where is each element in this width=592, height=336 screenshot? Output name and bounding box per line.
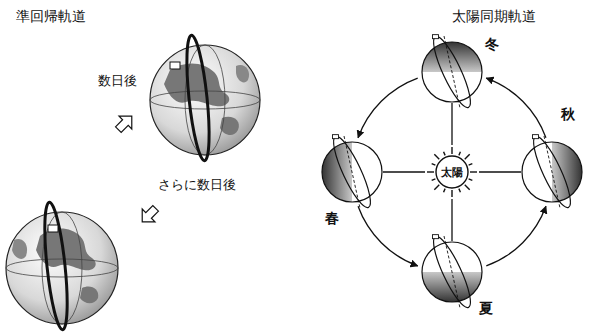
earth-node: 春 <box>322 142 382 202</box>
globe-symbol <box>522 142 582 202</box>
globe-2 <box>150 34 260 161</box>
orbit-arrow <box>486 206 546 266</box>
globe-1 <box>6 201 118 330</box>
sun-line <box>383 171 425 172</box>
earth-node: 夏 <box>422 242 482 302</box>
earth-node: 秋 <box>522 142 582 202</box>
step-label: 数日後 <box>98 72 137 90</box>
globe-symbol <box>322 142 382 202</box>
sun-node: 太陽 <box>426 146 478 198</box>
sun-line <box>479 171 521 172</box>
season-label: 秋 <box>560 106 576 124</box>
season-label: 冬 <box>484 36 500 54</box>
hollow-arrow <box>136 202 162 228</box>
hollow-arrow <box>112 110 138 136</box>
sun-line <box>451 199 452 241</box>
orbit-arrow <box>358 206 418 266</box>
season-label: 春 <box>324 210 340 228</box>
section-title: 太陽同期軌道 <box>452 8 536 26</box>
sun-line <box>451 103 452 145</box>
orbit-arrow <box>486 78 546 138</box>
season-label: 夏 <box>478 300 494 318</box>
globe-symbol <box>422 42 482 102</box>
orbit-arrow <box>358 78 418 138</box>
sun-label: 太陽 <box>441 165 463 180</box>
step-label: さらに数日後 <box>158 176 236 194</box>
earth-node: 冬 <box>422 42 482 102</box>
globe-symbol <box>422 242 482 302</box>
section-title: 準回帰軌道 <box>16 8 86 26</box>
